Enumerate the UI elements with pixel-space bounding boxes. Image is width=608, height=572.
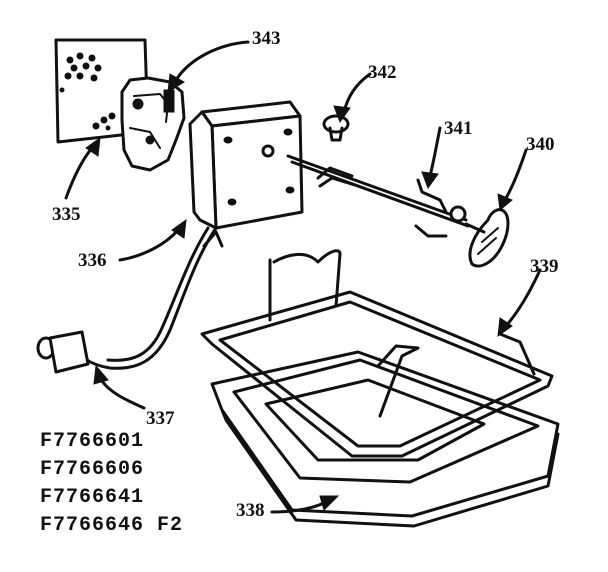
model-number-4: F7766646 F2 bbox=[40, 514, 184, 537]
callout-335: 335 bbox=[52, 204, 81, 225]
callout-339: 339 bbox=[530, 256, 559, 277]
broiler-pan-338 bbox=[210, 350, 560, 528]
callout-336: 336 bbox=[78, 250, 107, 271]
rotisserie-motor-336 bbox=[188, 100, 304, 230]
knob-342 bbox=[322, 114, 350, 142]
model-number-1: F7766601 bbox=[40, 430, 145, 453]
spit-rod-341 bbox=[286, 154, 470, 238]
callout-340: 340 bbox=[526, 134, 555, 155]
callout-338: 338 bbox=[236, 500, 265, 521]
callout-342: 342 bbox=[368, 62, 397, 83]
callout-337: 337 bbox=[146, 408, 175, 429]
power-cord-337 bbox=[36, 226, 224, 374]
rack-339 bbox=[200, 249, 554, 458]
motor-bracket-343 bbox=[120, 76, 186, 172]
model-number-2: F7766606 bbox=[40, 458, 145, 481]
leader-lines bbox=[64, 40, 542, 514]
callout-343: 343 bbox=[252, 28, 281, 49]
callout-341: 341 bbox=[444, 118, 473, 139]
model-number-3: F7766641 bbox=[40, 486, 145, 509]
spit-handle-340 bbox=[464, 208, 510, 268]
